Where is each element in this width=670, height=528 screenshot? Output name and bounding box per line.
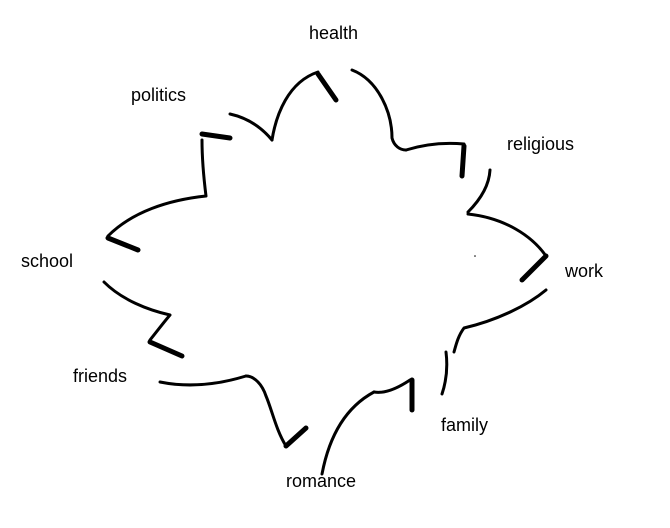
tick-religious	[459, 143, 467, 179]
label-work: work	[565, 261, 604, 281]
petal-politics-curve	[228, 112, 274, 142]
petal-romance-left-curve	[244, 374, 288, 448]
label-friends: friends	[73, 366, 128, 386]
label-politics: politics	[131, 85, 187, 105]
petal-family-left-curve	[372, 378, 412, 394]
petal-friends-bottom-curve	[158, 374, 248, 387]
petal-health-left-curve	[270, 70, 320, 142]
petal-religious-bottom-curve	[466, 168, 492, 214]
stray-dot	[474, 255, 476, 257]
petal-school-top-curve	[106, 138, 208, 238]
tick-school	[105, 235, 141, 253]
tick-friends	[147, 339, 185, 359]
petal-work-top-curve	[466, 212, 548, 258]
tick-work	[519, 253, 549, 283]
label-religious: religious	[507, 134, 575, 154]
petal-romance-right-curve	[320, 390, 376, 476]
petal-friends-top-curve	[102, 280, 172, 342]
petal-religious-top-curve	[404, 141, 466, 152]
petal-family-right-curve	[440, 350, 449, 396]
tick-politics	[199, 131, 233, 141]
label-school: school	[21, 251, 74, 271]
tick-health	[315, 71, 339, 103]
label-health: health	[309, 23, 359, 43]
petal-work-bottom-curve	[452, 288, 548, 354]
label-family: family	[441, 415, 489, 435]
label-romance: romance	[286, 471, 357, 491]
petal-health-right-curve	[350, 68, 408, 152]
tick-romance	[283, 425, 309, 449]
